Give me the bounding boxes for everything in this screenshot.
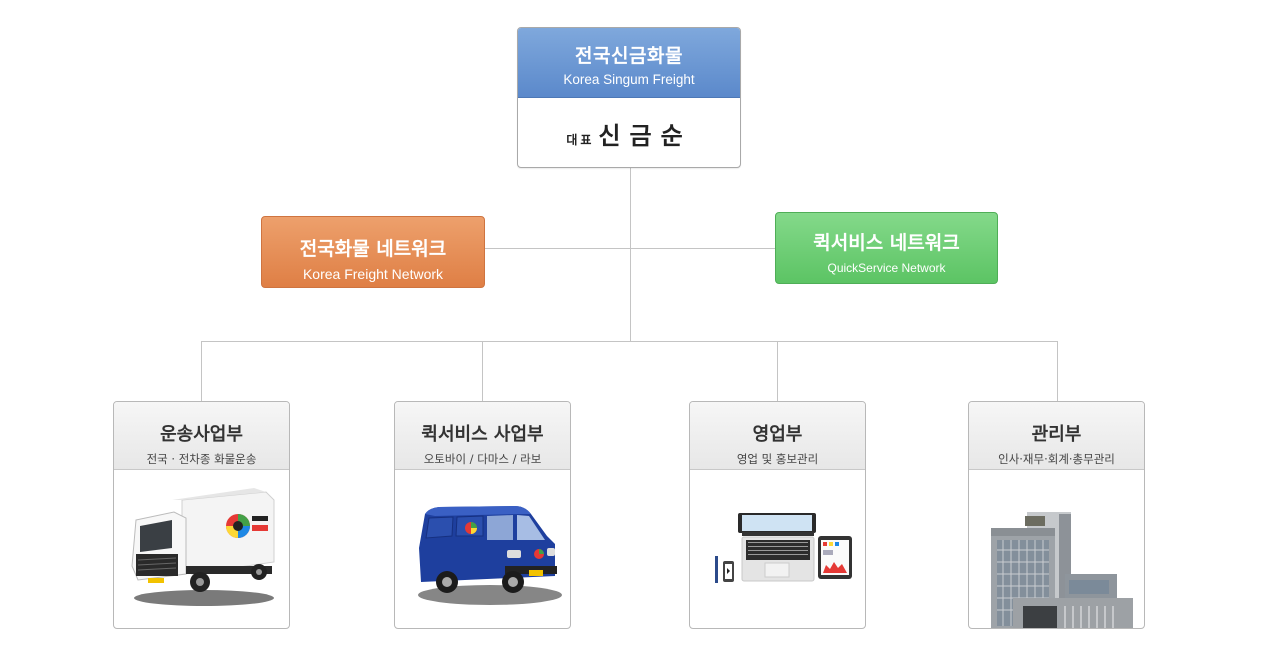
connector-dept-2 [482,341,483,401]
network-title: 전국화물 네트워크 [299,238,447,260]
connector-dept-4 [1057,341,1058,401]
department-card-quickservice: 퀵서비스 사업부 오토바이 / 다마스 / 라보 [394,401,571,629]
connector-department-bar [201,341,1058,342]
department-subtitle: 전국 · 전차종 화물운송 [146,452,257,466]
department-header: 영업부 영업 및 홍보관리 [690,402,865,470]
ceo-header: 전국신금화물 Korea Singum Freight [518,28,740,98]
devices-image [690,470,865,628]
department-header: 운송사업부 전국 · 전차종 화물운송 [114,402,289,470]
truck-image [114,470,289,628]
network-subtitle: Korea Freight Network [302,266,444,282]
connector-ceo-trunk [630,166,631,341]
network-title: 퀵서비스 네트워크 [813,232,960,254]
department-subtitle: 인사·재무·회계·총무관리 [998,452,1115,466]
department-card-transport: 운송사업부 전국 · 전차종 화물운송 [113,401,290,629]
company-name: 전국신금화물 [575,45,683,67]
van-image [395,470,570,628]
company-name-english: Korea Singum Freight [563,72,695,87]
ceo-role: 대표 [566,133,595,147]
department-title: 영업부 [752,424,803,445]
department-subtitle: 영업 및 홍보관리 [736,452,819,466]
connector-dept-1 [201,341,202,401]
department-title: 퀵서비스 사업부 [421,424,544,445]
department-title: 운송사업부 [160,424,243,445]
building-image [969,470,1144,628]
korea-freight-network-node: 전국화물 네트워크 Korea Freight Network [261,216,485,288]
department-header: 관리부 인사·재무·회계·총무관리 [969,402,1144,470]
ceo-name: 신금순 [598,122,692,150]
connector-dept-3 [777,341,778,401]
quickservice-network-node: 퀵서비스 네트워크 QuickService Network [775,212,998,284]
department-title: 관리부 [1031,424,1082,445]
network-subtitle: QuickService Network [827,261,946,275]
department-card-sales: 영업부 영업 및 홍보관리 [689,401,866,629]
department-card-management: 관리부 인사·재무·회계·총무관리 [968,401,1145,629]
department-subtitle: 오토바이 / 다마스 / 라보 [423,452,542,466]
department-header: 퀵서비스 사업부 오토바이 / 다마스 / 라보 [395,402,570,470]
connector-network-bar [483,248,775,249]
